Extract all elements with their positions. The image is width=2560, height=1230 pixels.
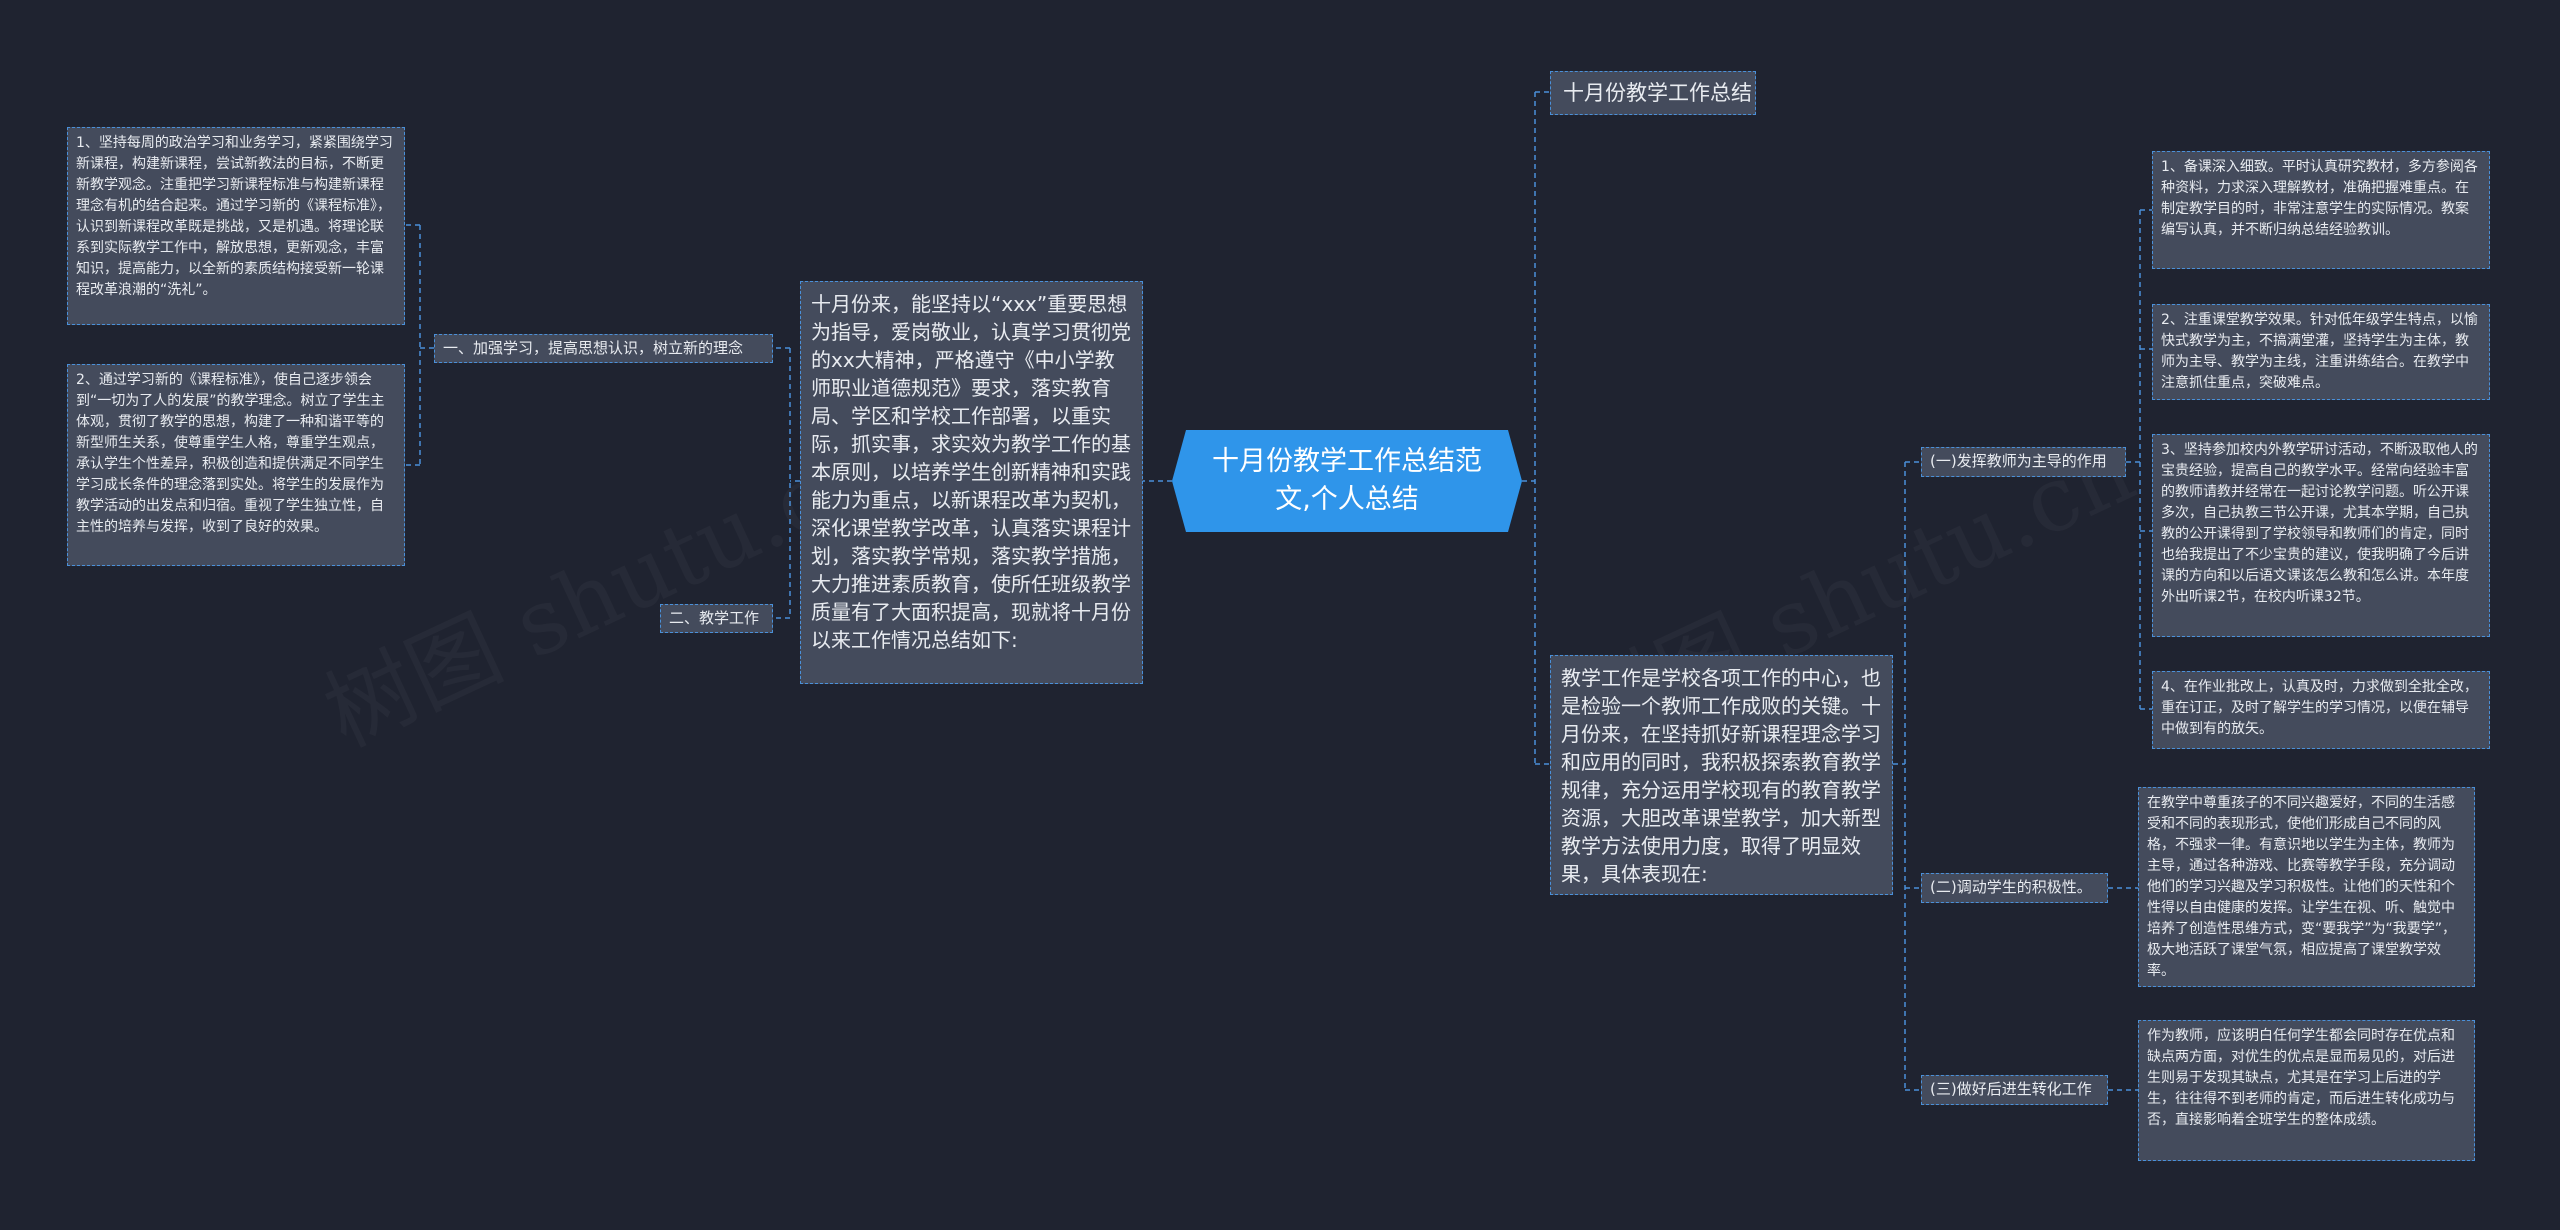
underachiever-text[interactable]: 作为教师，应该明白任何学生都会同时存在优点和缺点两方面，对优生的优点是显而易见的… — [2138, 1020, 2475, 1161]
right-title-node[interactable]: 十月份教学工作总结 — [1550, 71, 1756, 115]
sub-underachiever-label[interactable]: (三)做好后进生转化工作 — [1921, 1075, 2108, 1105]
learning-item-1[interactable]: 1、坚持每周的政治学习和业务学习，紧紧围绕学习新课程，构建新课程，尝试新教法的目… — [67, 127, 405, 325]
root-topic[interactable]: 十月份教学工作总结范文,个人总结 — [1172, 430, 1522, 532]
right-intro-node[interactable]: 教学工作是学校各项工作的中心，也是检验一个教师工作成败的关键。十月份来，在坚持抓… — [1550, 655, 1893, 895]
student-motivation-text[interactable]: 在教学中尊重孩子的不同兴趣爱好，不同的生活感受和不同的表现形式，使他们形成自己不… — [2138, 787, 2475, 987]
teacher-role-item-4[interactable]: 4、在作业批改上，认真及时，力求做到全批全改，重在订正，及时了解学生的学习情况，… — [2152, 671, 2490, 749]
learning-item-2[interactable]: 2、通过学习新的《课程标准》，使自己逐步领会到“一切为了人的发展”的教学理念。树… — [67, 364, 405, 566]
left-intro-node[interactable]: 十月份来，能坚持以“xxx”重要思想为指导，爱岗敬业，认真学习贯彻党的xx大精神… — [800, 281, 1143, 684]
teacher-role-item-2[interactable]: 2、注重课堂教学效果。针对低年级学生特点，以愉快式教学为主，不搞满堂灌，坚持学生… — [2152, 304, 2490, 400]
teacher-role-item-1[interactable]: 1、备课深入细致。平时认真研究教材，多方参阅各种资料，力求深入理解教材，准确把握… — [2152, 151, 2490, 269]
teacher-role-item-3[interactable]: 3、坚持参加校内外教学研讨活动，不断汲取他人的宝贵经验，提高自己的教学水平。经常… — [2152, 434, 2490, 637]
sub-teacher-role-label[interactable]: (一)发挥教师为主导的作用 — [1921, 447, 2126, 477]
branch-teaching-label[interactable]: 二、教学工作 — [660, 604, 773, 633]
branch-learning-label[interactable]: 一、加强学习，提高思想认识，树立新的理念 — [434, 334, 773, 363]
sub-student-motivation-label[interactable]: (二)调动学生的积极性。 — [1921, 873, 2108, 903]
